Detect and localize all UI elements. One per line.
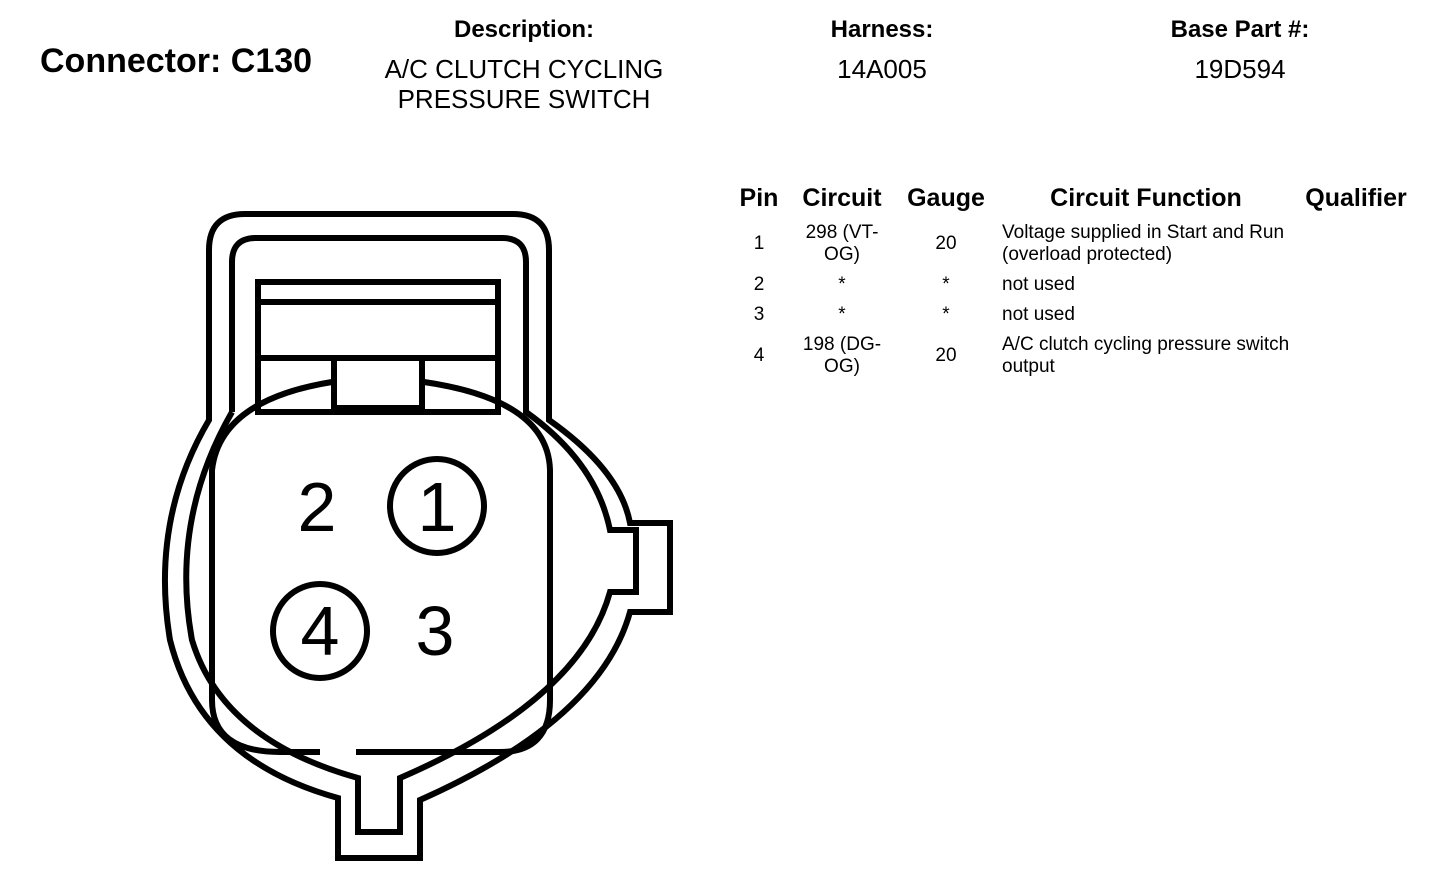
pin-label-4: 4 xyxy=(301,592,340,670)
cell-qualifier xyxy=(1296,302,1416,332)
cell-circuit: * xyxy=(838,304,846,325)
cell-circuit: * xyxy=(838,274,846,295)
cell-function: Voltage supplied in Start and Run (overl… xyxy=(1002,222,1285,265)
table-row: 2 * * not used xyxy=(730,272,1416,302)
cell-qualifier xyxy=(1296,220,1416,272)
header-qualifier: Qualifier xyxy=(1305,183,1407,212)
base-part-label: Base Part #: xyxy=(1170,16,1310,43)
header-pin: Pin xyxy=(739,183,779,212)
description-line-2: PRESSURE SWITCH xyxy=(397,84,651,114)
table-row: 1 298 (VT-OG) 20 Voltage supplied in Sta… xyxy=(730,220,1416,272)
cell-function: A/C clutch cycling pressure switch outpu… xyxy=(1002,334,1290,377)
pin-table-header-row: Pin Circuit Gauge Circuit Function Quali… xyxy=(730,180,1416,220)
cell-pin: 3 xyxy=(753,304,765,325)
cell-function: not used xyxy=(1002,274,1075,295)
table-row: 4 198 (DG-OG) 20 A/C clutch cycling pres… xyxy=(730,332,1416,384)
connector-face-diagram: 1 2 3 4 xyxy=(161,211,673,861)
housing-outer-outline xyxy=(161,211,673,861)
cell-gauge: * xyxy=(942,274,950,295)
pin-label-3: 3 xyxy=(416,592,455,670)
cell-qualifier xyxy=(1296,272,1416,302)
lock-tab-frame xyxy=(255,279,501,415)
cell-pin: 4 xyxy=(753,345,765,366)
connector-title: Connector: C130 xyxy=(40,42,313,80)
pin-table: Pin Circuit Gauge Circuit Function Quali… xyxy=(730,180,1416,384)
pin-label-1: 1 xyxy=(418,468,457,546)
description-line-1: A/C CLUTCH CYCLING xyxy=(384,54,664,84)
housing-inner-outline xyxy=(183,235,639,835)
cell-gauge: 20 xyxy=(935,233,957,254)
header-circuit-function: Circuit Function xyxy=(1050,183,1242,212)
pin-label-2: 2 xyxy=(298,468,337,546)
cell-function: not used xyxy=(1002,304,1075,325)
cell-pin: 1 xyxy=(753,233,765,254)
base-part-value: 19D594 xyxy=(1194,54,1286,84)
table-row: 3 * * not used xyxy=(730,302,1416,332)
pin-1-circle xyxy=(387,456,487,556)
harness-label: Harness: xyxy=(830,16,934,43)
cell-circuit: 198 (DG-OG) xyxy=(802,334,882,377)
description-label: Description: xyxy=(453,16,594,43)
cell-pin: 2 xyxy=(753,274,765,295)
cell-qualifier xyxy=(1296,332,1416,384)
lock-tab-key xyxy=(331,355,425,411)
cell-circuit: 298 (VT-OG) xyxy=(805,222,879,265)
header-circuit: Circuit xyxy=(802,183,882,212)
cell-gauge: * xyxy=(942,304,950,325)
terminal-face-outline xyxy=(209,379,553,755)
pin-4-circle xyxy=(270,581,370,681)
cell-gauge: 20 xyxy=(935,345,957,366)
harness-value: 14A005 xyxy=(837,54,927,84)
header-gauge: Gauge xyxy=(907,183,985,212)
